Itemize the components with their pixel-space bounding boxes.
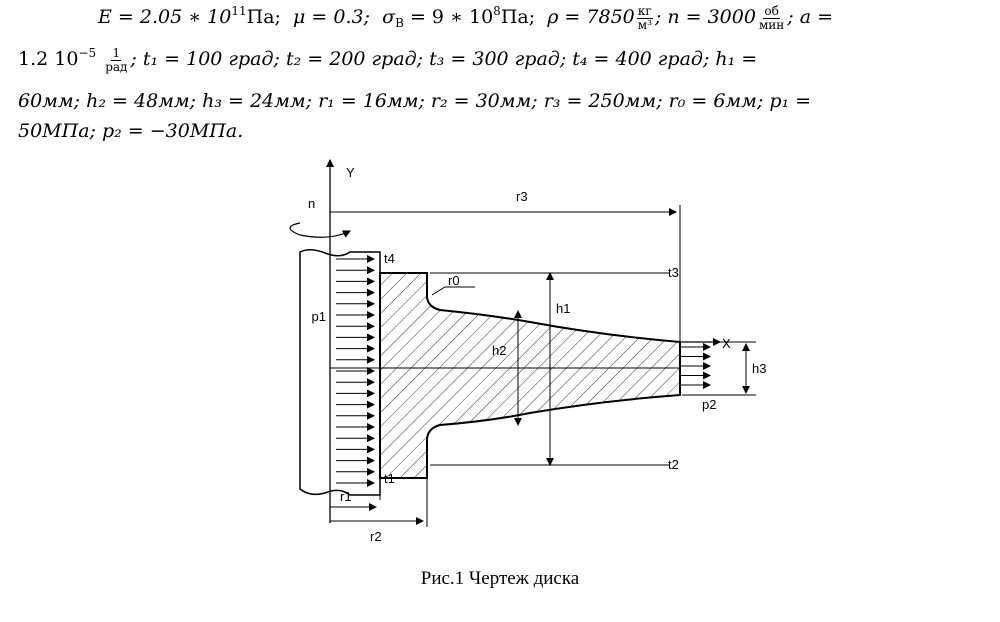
- rotation-arrow: [289, 222, 351, 238]
- param-mu: μ = 0.3;: [293, 6, 370, 28]
- param-a-exp: −5: [78, 46, 97, 60]
- param-pressures: 50МПа; p₂ = −30МПа.: [18, 120, 244, 142]
- shaft-outline: [299, 249, 381, 496]
- param-a-value: 1.2 10: [18, 48, 79, 70]
- param-n: ; n = 3000: [654, 6, 756, 28]
- param-sigma-rhs: = 9 ∗ 10: [403, 6, 494, 28]
- label-h3: h3: [752, 361, 766, 376]
- disk-profile: [379, 272, 681, 479]
- label-p2: p2: [702, 397, 716, 412]
- label-X: X: [722, 336, 731, 351]
- label-r0: r0: [448, 273, 460, 288]
- label-t1: t1: [384, 471, 395, 486]
- r0-leader: [431, 286, 475, 296]
- p1-pressure-arrows: [336, 255, 375, 487]
- label-t3: t3: [668, 265, 679, 280]
- param-sigma-sub: В: [395, 16, 404, 30]
- param-a: ; a =: [787, 6, 834, 28]
- label-p1: p1: [312, 309, 326, 324]
- param-rho: ρ = 7850: [547, 6, 635, 28]
- param-sigma-unit: Па;: [500, 6, 536, 28]
- param-E-exp: 11: [231, 4, 247, 18]
- param-temperatures: ; t₁ = 100 град; t₂ = 200 град; t₃ = 300…: [130, 48, 758, 70]
- param-sigma: σ: [382, 6, 396, 28]
- label-t4: t4: [384, 251, 395, 266]
- p2-pressure-arrows: [680, 343, 711, 389]
- params-line-4: 50МПа; p₂ = −30МПа.: [18, 116, 243, 146]
- label-h1: h1: [556, 301, 570, 316]
- label-h2: h2: [492, 343, 506, 358]
- label-n: n: [308, 196, 315, 211]
- param-E-unit: Па;: [246, 6, 281, 28]
- figure-caption: Рис.1 Чертеж диска: [420, 568, 580, 589]
- param-sigma-exp: 8: [493, 4, 501, 18]
- param-dimensions: 60мм; h₂ = 48мм; h₃ = 24мм; r₁ = 16мм; r…: [18, 90, 812, 112]
- label-t2: t2: [668, 457, 679, 472]
- label-r1: r1: [340, 489, 352, 504]
- params-line-3: 60мм; h₂ = 48мм; h₃ = 24мм; r₁ = 16мм; r…: [18, 86, 811, 116]
- label-r3: r3: [516, 189, 528, 204]
- disk-drawing: Y n r3 t4 t1 t3 t2 r0 h1 h2 p1 p2 X h3 r…: [289, 159, 766, 544]
- param-E: E = 2.05 ∗ 10: [98, 6, 232, 28]
- label-r2: r2: [370, 529, 382, 544]
- params-line-1: E = 2.05 ∗ 1011Па; μ = 0.3; σВ = 9 ∗ 108…: [98, 2, 833, 32]
- label-Y: Y: [346, 165, 355, 180]
